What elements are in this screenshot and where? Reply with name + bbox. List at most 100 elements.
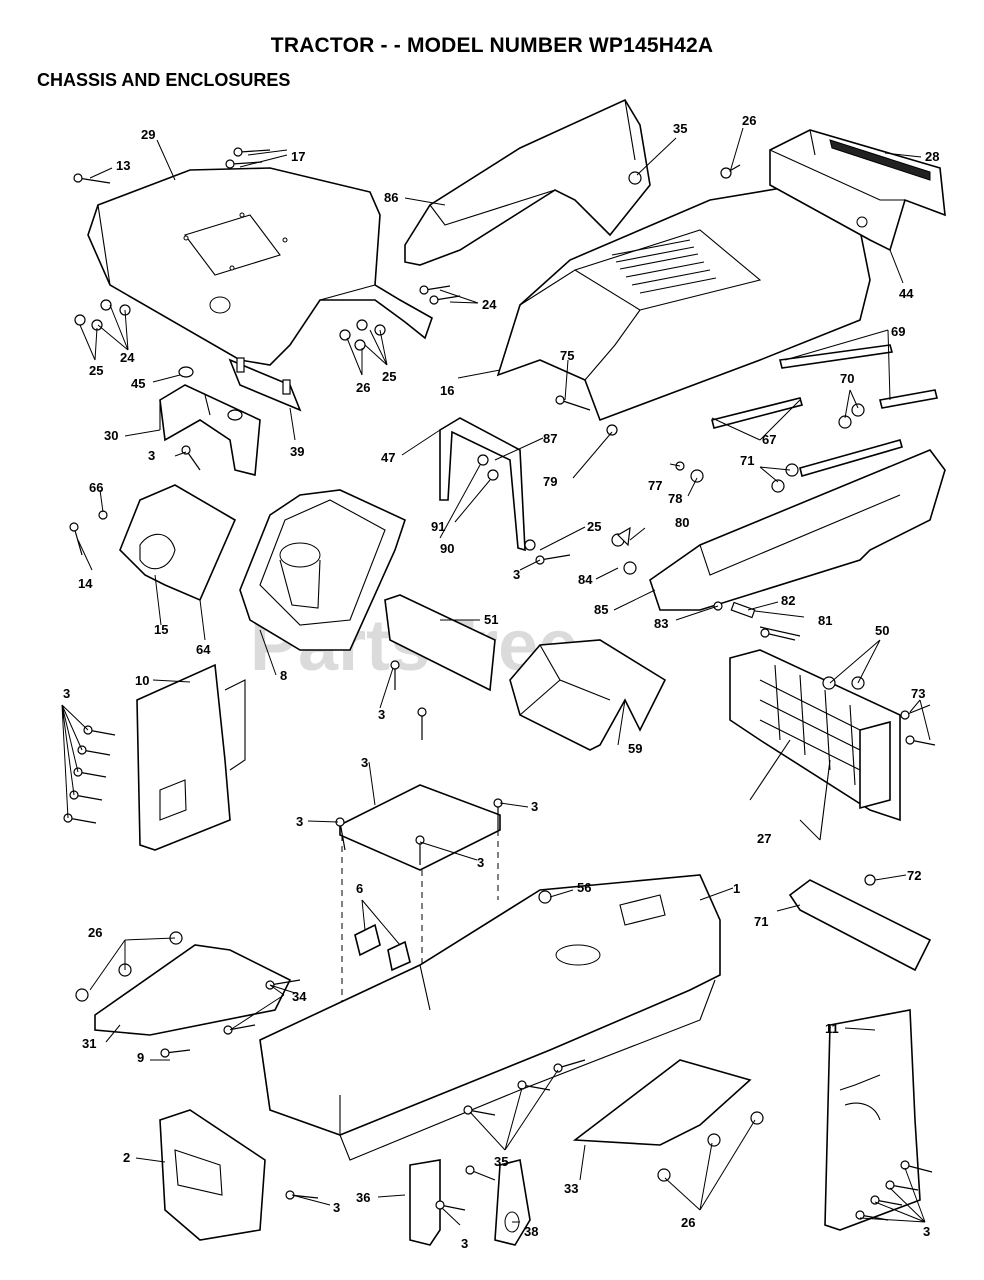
callout-26: 25 [89,363,103,378]
callout-25: 24 [120,350,135,365]
callout-72: 71 [754,914,768,929]
callout-26: 26 [681,1215,695,1230]
callout-59: 56 [577,880,591,895]
part-33-rear-plate[interactable] [94,944,292,1036]
callout-24: 24 [482,297,497,312]
callout-71: 71 [740,453,754,468]
callout-56: 51 [484,612,498,627]
callout-14: 13 [116,158,130,173]
callout-25: 25 [382,369,396,384]
part-86-side-panel[interactable] [649,449,946,611]
callout-2: 2 [123,1150,130,1165]
callout-1: 1 [733,881,740,896]
callout-35: 35 [494,1154,508,1169]
callout-50: 47 [381,450,395,465]
part-8-clip[interactable] [354,923,411,972]
callout-9: 8 [280,668,287,683]
callout-3: 3 [513,567,520,582]
callout-70: 69 [891,324,905,339]
part-56-panel[interactable] [384,594,496,692]
part-38-bracket[interactable] [409,1159,441,1246]
callout-82: 81 [818,613,832,628]
part-34-plate[interactable] [572,1059,752,1146]
callout-3: 3 [531,799,538,814]
callout-91: 90 [440,541,454,556]
callout-83: 82 [781,593,795,608]
callout-11: 10 [135,673,149,688]
callout-35: 34 [292,989,307,1004]
callout-17: 16 [440,383,454,398]
callout-3: 3 [148,448,155,463]
callout-87: 86 [384,190,398,205]
callout-15: 14 [78,576,93,591]
hardware-bolts[interactable] [63,147,936,1221]
callout-81: 80 [675,515,689,530]
callout-78: 77 [648,478,662,493]
callout-47: 45 [131,376,145,391]
part-30-dash-cover[interactable] [87,167,433,366]
part-50-bracket[interactable] [439,417,526,552]
part-13-side-panel[interactable] [824,1009,921,1231]
callout-30: 29 [141,127,155,142]
part-70-rod[interactable] [779,344,938,409]
callout-90: 87 [543,431,557,446]
part-9-console[interactable] [239,489,406,651]
callout-3: 3 [477,855,484,870]
callout-38: 36 [356,1190,370,1205]
callout-77: 75 [560,348,574,363]
callout-36: 35 [673,121,687,136]
callout-75: 73 [911,686,925,701]
part-1-chassis[interactable] [259,874,721,1161]
page-title: TRACTOR - - MODEL NUMBER WP145H42A [270,34,714,57]
callout-79: 78 [668,491,682,506]
callout-84: 83 [654,616,668,631]
callout-3: 3 [923,1224,930,1239]
leader-lines [61,127,931,1226]
callout-73: 72 [907,868,921,883]
callout-13: 11 [825,1021,839,1036]
callout-69: 67 [762,432,776,447]
callout-45: 44 [899,286,914,301]
callout-67: 66 [89,480,103,495]
callout-6: 3 [361,755,368,770]
callout-3: 3 [296,814,303,829]
callout-10: 9 [137,1050,144,1065]
callout-66: 64 [196,642,211,657]
part-44-plate[interactable] [228,357,302,412]
callout-labels: 1 2 3 3 3 3 3 3 3 3 3 3 3 6 8 9 10 11 13… [63,113,939,1251]
callout-85: 84 [578,572,593,587]
callout-86: 85 [594,602,608,617]
callout-80: 79 [543,474,557,489]
callout-3: 3 [63,686,70,701]
part-66-housing[interactable] [119,484,237,602]
callout-29: 28 [925,149,939,164]
part-11-side-panel[interactable] [136,663,246,851]
part-39-bracket[interactable] [494,1159,531,1246]
callout-71: 70 [840,371,854,386]
part-87-hood-panel[interactable] [404,98,651,266]
part-69-rod[interactable] [711,397,903,477]
part-2-bracket[interactable] [159,1109,266,1241]
callout-3: 3 [333,1200,340,1215]
callout-8: 6 [356,881,363,896]
callout-26: 26 [356,380,370,395]
callout-16: 15 [154,622,168,637]
callout-3: 3 [378,707,385,722]
callout-26: 26 [88,925,102,940]
hardware-nuts-washers[interactable] [74,171,876,1182]
callout-64: 59 [628,741,642,756]
part-28-frame[interactable] [729,649,901,841]
part-31-bracket[interactable] [159,384,261,477]
callout-24: 17 [291,149,305,164]
callout-31: 30 [104,428,118,443]
callout-3: 3 [461,1236,468,1251]
part-72-tray[interactable] [788,879,932,972]
callout-27: 26 [742,113,756,128]
part-64-support[interactable] [509,639,667,751]
part-17-hood[interactable] [496,184,871,422]
part-29-grille[interactable] [769,129,946,252]
callout-44: 39 [290,444,304,459]
part-47-bushing[interactable] [178,366,194,378]
section-title: CHASSIS AND ENCLOSURES [37,70,291,90]
